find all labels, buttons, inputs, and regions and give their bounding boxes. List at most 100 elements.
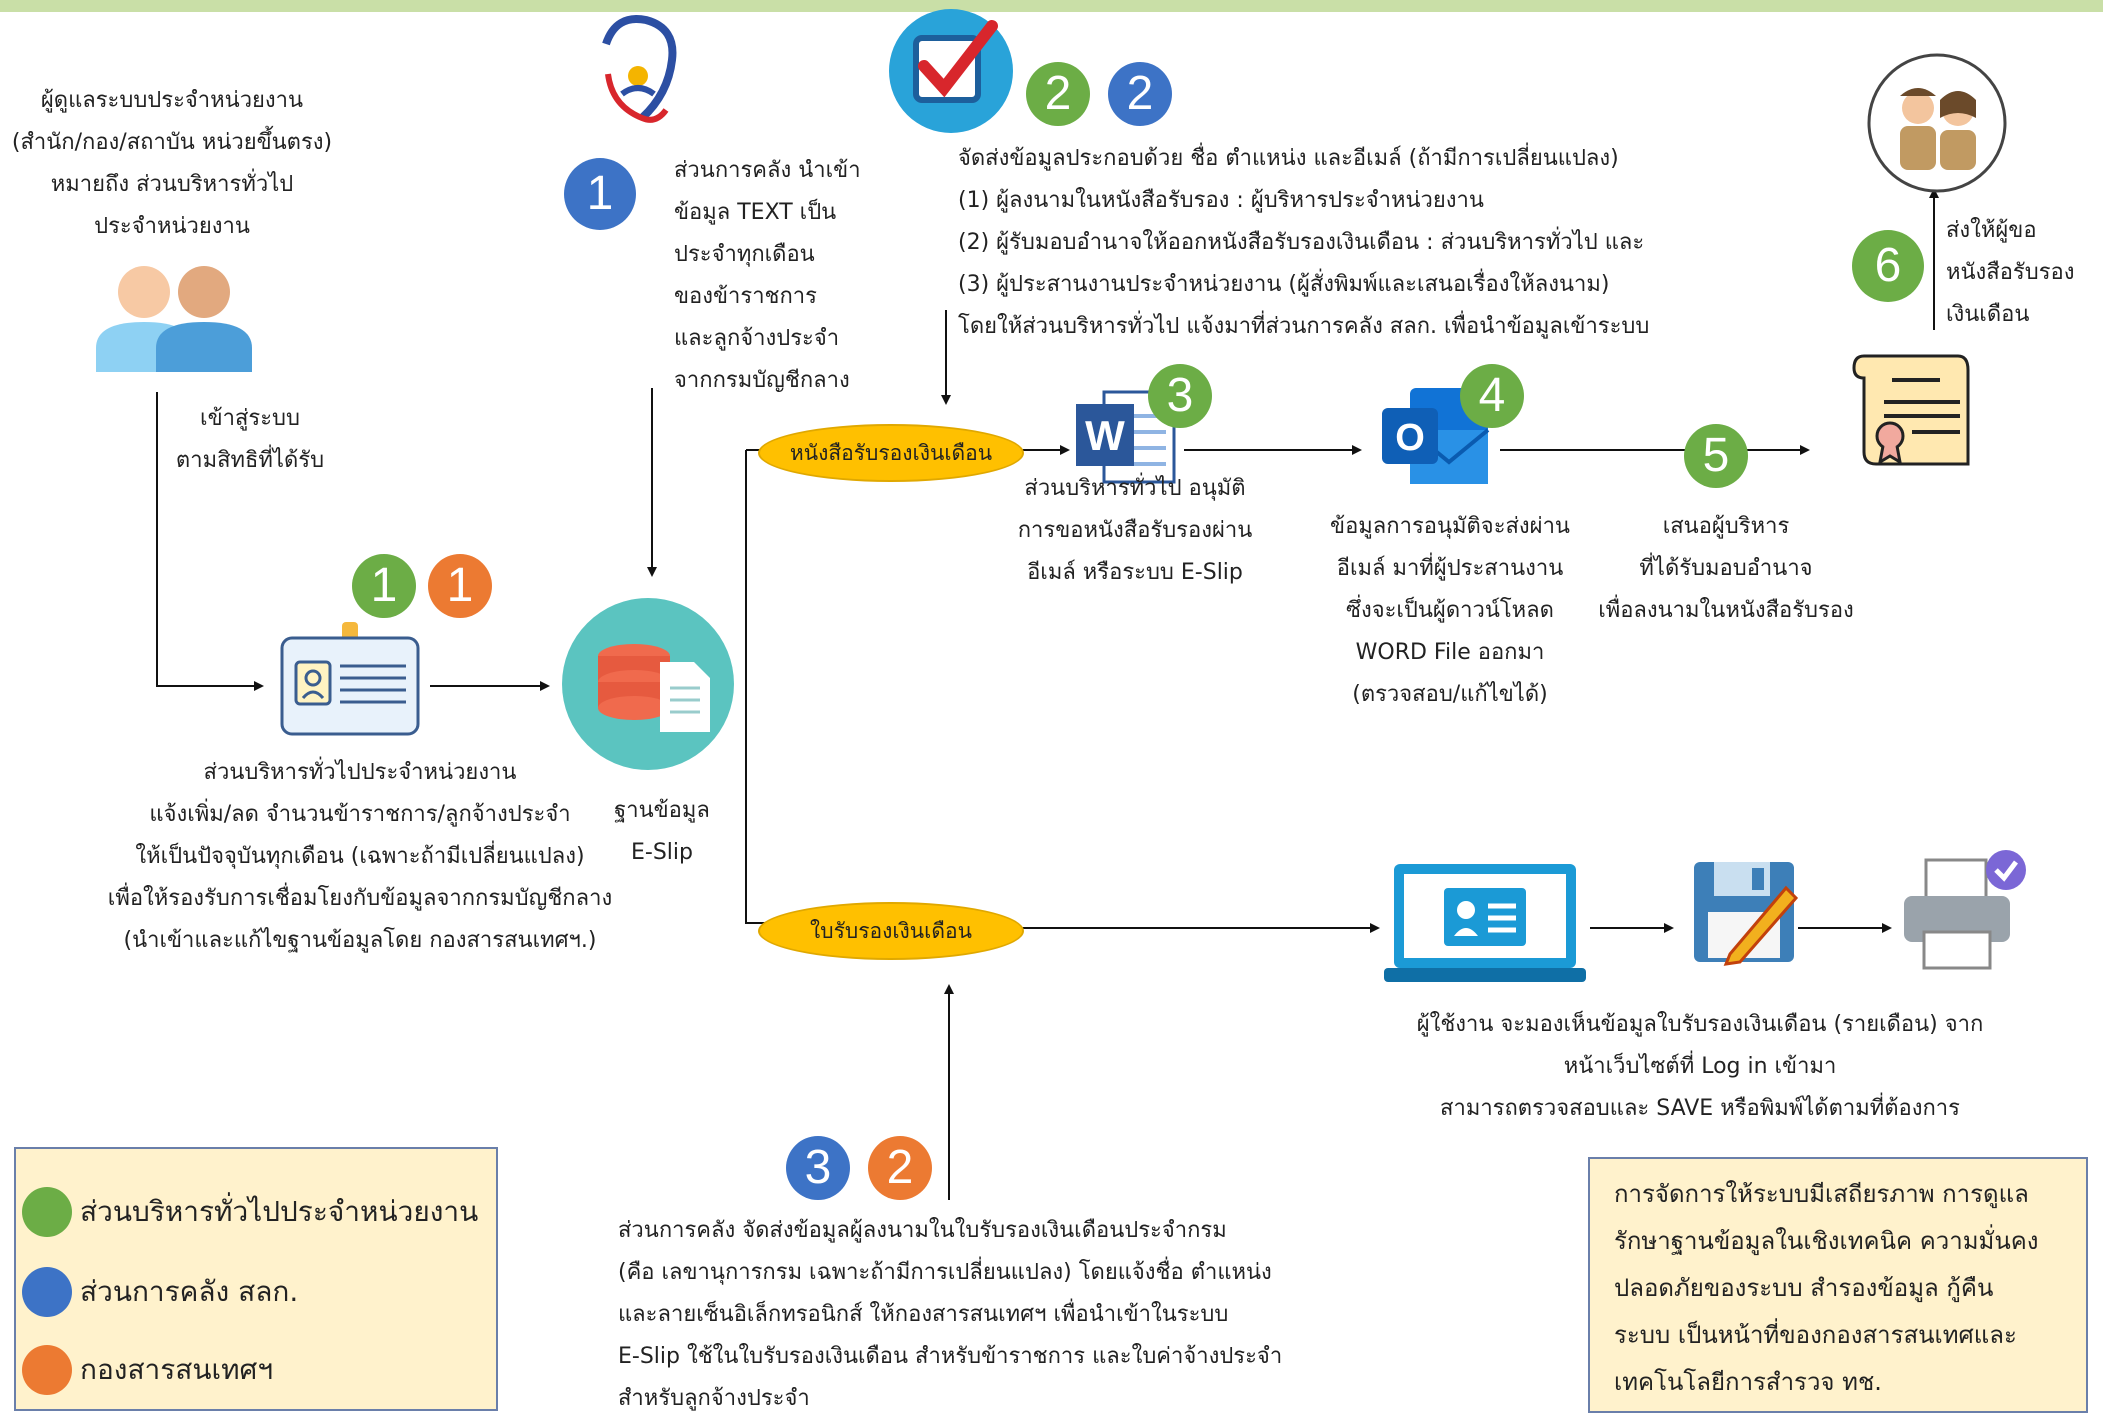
login-connector: [156, 392, 264, 691]
database-icon: [560, 596, 736, 772]
finance-import-line2: ข้อมูล TEXT เป็น: [674, 200, 837, 225]
oval-salary-certificate: ใบรับรองเงินเดือน: [758, 902, 1024, 960]
user-view-line1: ผู้ใช้งาน จะมองเห็นข้อมูลใบรับรองเงินเดื…: [1416, 1012, 1984, 1037]
finance-import-text: ส่วนการคลัง นำเข้า ข้อมูล TEXT เป็น ประจ…: [674, 150, 861, 402]
approve-line1: ส่วนบริหารทั่วไป อนุมัติ: [1024, 476, 1246, 501]
outlook-mail-icon: O: [1380, 384, 1492, 488]
legend-orange-label: กองสารสนเทศฯ: [80, 1353, 274, 1386]
users-group-icon: [92, 262, 252, 372]
note-line4: ระบบ เป็นหน้าที่ของกองสารสนเทศและ: [1614, 1321, 2017, 1349]
send-info-line5: โดยให้ส่วนบริหารทั่วไป แจ้งมาที่ส่วนการค…: [958, 314, 1650, 339]
admin-notify-line3: ให้เป็นปัจจุบันทุกเดือน (เฉพาะถ้ามีเปลี่…: [135, 844, 585, 869]
badge-blue-3: 3: [786, 1136, 850, 1200]
note-line2: รักษาฐานข้อมูลในเชิงเทคนิค ความมั่นคง: [1614, 1227, 2039, 1255]
svg-text:W: W: [1085, 412, 1125, 459]
finance-import-line3: ประจำทุกเดือน: [674, 242, 815, 267]
user-view-line3: สามารถตรวจสอบและ SAVE หรือพิมพ์ได้ตามที่…: [1440, 1096, 1960, 1121]
badge-green-6: 6: [1852, 230, 1924, 302]
badge-orange-2: 2: [868, 1136, 932, 1200]
save-disk-icon: [1690, 858, 1799, 966]
requester-line2: หนังสือรับรอง: [1946, 260, 2075, 285]
approve-text: ส่วนบริหารทั่วไป อนุมัติ การขอหนังสือรับ…: [1000, 468, 1270, 594]
note-line5: เทคโนโลยีการสำรวจ ทช.: [1614, 1368, 1882, 1396]
user-view-text: ผู้ใช้งาน จะมองเห็นข้อมูลใบรับรองเงินเดื…: [1380, 1004, 2020, 1130]
database-label-line2: E-Slip: [631, 840, 693, 865]
admin-notify-line2: แจ้งเพิ่ม/ลด จำนวนข้าราชการ/ลูกจ้างประจำ: [149, 802, 571, 827]
badge-orange-1: 1: [428, 554, 492, 618]
top-accent-bar: [0, 0, 2103, 12]
email-line2: อีเมล์ มาที่ผู้ประสานงาน: [1336, 556, 1564, 581]
requester-text: ส่งให้ผู้ขอ หนังสือรับรอง เงินเดือน: [1946, 210, 2074, 336]
finance-signer-line5: สำหรับลูกจ้างประจำ: [618, 1386, 810, 1411]
login-text: เข้าสู่ระบบ ตามสิทธิที่ได้รับ: [150, 398, 350, 482]
certificate-icon: [1850, 340, 1980, 470]
admin-desc-line3: หมายถึง ส่วนบริหารทั่วไป: [50, 172, 294, 197]
finance-signer-line1: ส่วนการคลัง จัดส่งข้อมูลผู้ลงนามในใบรับร…: [618, 1218, 1227, 1243]
finance-signer-text: ส่วนการคลัง จัดส่งข้อมูลผู้ลงนามในใบรับร…: [618, 1210, 1282, 1420]
email-text: ข้อมูลการอนุมัติจะส่งผ่าน อีเมล์ มาที่ผู…: [1300, 506, 1600, 716]
note-line1: การจัดการให้ระบบมีเสถียรภาพ การดูแล: [1614, 1180, 2029, 1208]
ministry-logo-icon: [586, 14, 686, 134]
approve-line2: การขอหนังสือรับรองผ่าน: [1017, 518, 1253, 543]
email-line3: ซึ่งจะเป็นผู้ดาวน์โหลด: [1346, 598, 1554, 623]
email-line5: (ตรวจสอบ/แก้ไขได้): [1352, 682, 1548, 707]
id-card-icon: [278, 616, 422, 740]
approve-line3: อีเมล์ หรือระบบ E-Slip: [1027, 560, 1243, 585]
admin-desc-line4: ประจำหน่วยงาน: [94, 214, 250, 239]
svg-text:O: O: [1395, 417, 1425, 459]
send-info-line3: (2) ผู้รับมอบอำนาจให้ออกหนังสือรับรองเงิ…: [958, 230, 1645, 255]
legend-green-dot: [22, 1187, 72, 1237]
legend-green-label: ส่วนบริหารทั่วไปประจำหน่วยงาน: [80, 1195, 479, 1228]
database-label: ฐานข้อมูล E-Slip: [594, 790, 730, 874]
requester-line3: เงินเดือน: [1946, 302, 2030, 327]
admin-desc-line2: (สำนัก/กอง/สถาบัน หน่วยขึ้นตรง): [11, 130, 333, 155]
admin-desc-line1: ผู้ดูแลระบบประจำหน่วยงาน: [40, 88, 304, 113]
badge-green-3: 3: [1148, 364, 1212, 428]
badge-green-1: 1: [352, 554, 416, 618]
propose-text: เสนอผู้บริหาร ที่ได้รับมอบอำนาจ เพื่อลงน…: [1576, 506, 1876, 632]
checkbox-check-icon: [888, 8, 1014, 134]
email-line4: WORD File ออกมา: [1355, 640, 1545, 665]
badge-blue-2: 2: [1108, 62, 1172, 126]
requester-avatar-icon: [1866, 52, 2008, 194]
propose-line2: ที่ได้รับมอบอำนาจ: [1639, 556, 1813, 581]
finance-import-line4: ของข้าราชการ: [674, 284, 817, 309]
printer-icon: [1896, 846, 2030, 974]
login-text-line1: เข้าสู่ระบบ: [200, 406, 300, 431]
badge-green-4: 4: [1460, 364, 1524, 428]
oval-salary-letter: หนังสือรับรองเงินเดือน: [758, 424, 1024, 482]
admin-notify-line5: (นำเข้าและแก้ไขฐานข้อมูลโดย กองสารสนเทศฯ…: [123, 928, 597, 953]
system-note-box: การจัดการให้ระบบมีเสถียรภาพ การดูแล รักษ…: [1588, 1157, 2088, 1413]
send-info-text: จัดส่งข้อมูลประกอบด้วย ชื่อ ตำแหน่ง และอ…: [958, 138, 1649, 348]
send-info-line1: จัดส่งข้อมูลประกอบด้วย ชื่อ ตำแหน่ง และอ…: [958, 146, 1619, 171]
email-line1: ข้อมูลการอนุมัติจะส่งผ่าน: [1330, 514, 1570, 539]
propose-line3: เพื่อลงนามในหนังสือรับรอง: [1598, 598, 1854, 623]
legend-blue-dot: [22, 1267, 72, 1317]
finance-signer-line2: (คือ เลขานุการกรม เฉพาะถ้ามีการเปลี่ยนแป…: [618, 1260, 1272, 1285]
admin-notify-line1: ส่วนบริหารทั่วไปประจำหน่วยงาน: [203, 760, 517, 785]
badge-green-5: 5: [1684, 424, 1748, 488]
finance-signer-line4: E-Slip ใช้ในใบรับรองเงินเดือน สำหรับข้าร…: [618, 1344, 1283, 1369]
admin-notify-line4: เพื่อให้รองรับการเชื่อมโยงกับข้อมูลจากกร…: [107, 886, 613, 911]
badge-green-2: 2: [1026, 62, 1090, 126]
finance-import-line1: ส่วนการคลัง นำเข้า: [674, 158, 861, 183]
login-text-line2: ตามสิทธิที่ได้รับ: [175, 448, 325, 473]
propose-line1: เสนอผู้บริหาร: [1662, 514, 1790, 539]
legend-blue-label: ส่วนการคลัง สลก.: [80, 1275, 299, 1308]
admin-description: ผู้ดูแลระบบประจำหน่วยงาน (สำนัก/กอง/สถาบ…: [0, 80, 344, 248]
database-label-line1: ฐานข้อมูล: [614, 798, 710, 823]
badge-blue-1: 1: [564, 158, 636, 230]
note-line3: ปลอดภัยของระบบ สำรองข้อมูล กู้คืน: [1614, 1274, 1994, 1302]
laptop-profile-icon: [1384, 860, 1586, 984]
requester-line1: ส่งให้ผู้ขอ: [1946, 218, 2037, 243]
finance-import-line6: จากกรมบัญชีกลาง: [674, 368, 850, 393]
legend-orange-dot: [22, 1345, 72, 1395]
user-view-line2: หน้าเว็บไซต์ที่ Log in เข้ามา: [1563, 1054, 1837, 1079]
finance-signer-line3: และลายเซ็นอิเล็กทรอนิกส์ ให้กองสารสนเทศฯ…: [618, 1302, 1229, 1327]
legend: ส่วนบริหารทั่วไปประจำหน่วยงาน ส่วนการคลั…: [14, 1147, 498, 1411]
send-info-line2: (1) ผู้ลงนามในหนังสือรับรอง : ผู้บริหารป…: [958, 188, 1484, 213]
admin-notify-text: ส่วนบริหารทั่วไปประจำหน่วยงาน แจ้งเพิ่ม/…: [90, 752, 630, 962]
finance-import-line5: และลูกจ้างประจำ: [674, 326, 840, 351]
send-info-line4: (3) ผู้ประสานงานประจำหน่วยงาน (ผู้สั่งพิ…: [958, 272, 1610, 297]
